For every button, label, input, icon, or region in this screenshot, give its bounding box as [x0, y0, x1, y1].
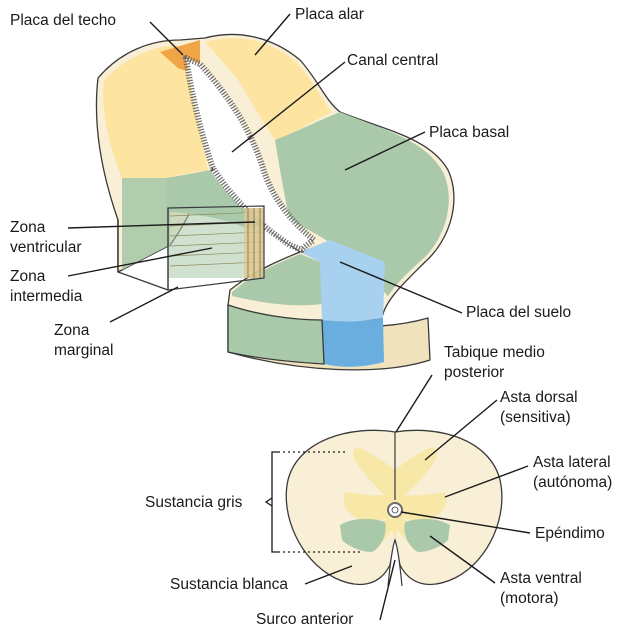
zone-cutaway	[168, 206, 264, 290]
label-placa-del-techo: Placa del techo	[10, 12, 116, 29]
label-placa-basal: Placa basal	[429, 124, 509, 141]
leader-zona-marginal	[110, 287, 178, 322]
label-sustancia-blanca: Sustancia blanca	[170, 576, 288, 593]
label-sustancia-gris: Sustancia gris	[145, 494, 243, 511]
label-zona-marginal-line1: Zona	[54, 322, 90, 339]
label-placa-alar: Placa alar	[295, 6, 364, 23]
label-zona-ventricular-line2: ventricular	[10, 239, 82, 256]
label-placa-del-suelo: Placa del suelo	[466, 304, 571, 321]
floor-plate-side	[322, 318, 384, 367]
label-tabique-line2: posterior	[444, 364, 504, 381]
label-asta-ventral-line1: Asta ventral	[500, 570, 582, 587]
neural-tube-3d-block	[96, 34, 454, 369]
label-ependimo: Epéndimo	[535, 525, 605, 542]
central-canal-lumen	[392, 507, 398, 513]
label-zona-ventricular-line1: Zona	[10, 219, 46, 236]
label-zona-marginal-line2: marginal	[54, 342, 113, 359]
label-surco-anterior: Surco anterior	[256, 611, 353, 628]
label-tabique-line1: Tabique medio	[444, 344, 545, 361]
gray-matter-bracket	[272, 452, 278, 552]
label-zona-intermedia-line2: intermedia	[10, 288, 83, 305]
leader-tabique	[396, 375, 432, 432]
label-zona-intermedia-line1: Zona	[10, 268, 46, 285]
gray-matter-bracket-tip	[266, 498, 272, 506]
label-asta-dorsal-line2: (sensitiva)	[500, 409, 571, 426]
label-asta-lateral-line2: (autónoma)	[533, 474, 612, 491]
label-asta-ventral-line2: (motora)	[500, 590, 559, 607]
label-canal-central: Canal central	[347, 52, 438, 69]
basal-plate-left-front	[122, 178, 170, 270]
label-asta-lateral-line1: Asta lateral	[533, 454, 611, 471]
label-asta-dorsal-line1: Asta dorsal	[500, 389, 578, 406]
